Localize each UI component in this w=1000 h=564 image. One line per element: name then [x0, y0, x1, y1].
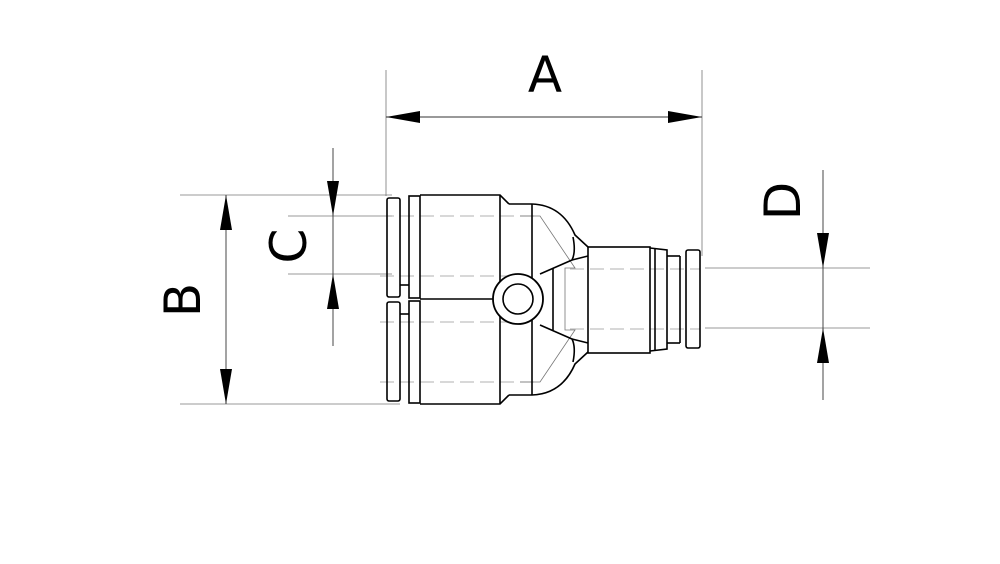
dimension-c: C [260, 148, 339, 346]
port-inner-circle [502, 283, 534, 315]
dimension-b: B [154, 195, 232, 404]
dimension-label-d: D [754, 182, 812, 221]
extension-lines [180, 70, 870, 405]
dimension-a: A [386, 46, 702, 123]
dimension-label-b: B [154, 283, 212, 317]
dimension-d: D [754, 170, 829, 400]
dimension-label-c: C [260, 229, 318, 264]
fitting-body [386, 194, 701, 405]
hidden-lines [380, 215, 700, 383]
dimension-label-a: A [528, 46, 562, 104]
